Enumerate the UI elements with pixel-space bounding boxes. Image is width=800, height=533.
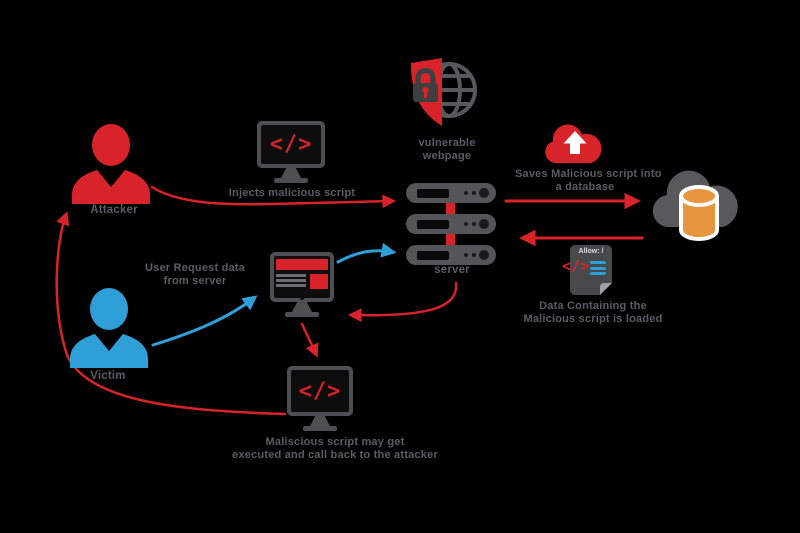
attacker-label: Attacker [90,204,138,216]
browser-monitor-icon [270,252,334,322]
edge-callback-to-attacker [55,211,287,416]
vulnerable-webpage-caption: vulnerable webpage [418,137,476,162]
cloud-database-icon [652,170,738,241]
edge-victim-requests-page [151,295,258,347]
loaded-script-caption: Data Containing the Malicious script is … [523,300,663,325]
callback-code-monitor-icon: </> [287,366,353,436]
saves-to-database-caption: Saves Malicious script into a database [515,168,662,193]
inject-code-monitor-icon: </> [257,121,325,191]
edge-request-to-server [336,242,397,264]
victim-label: Victim [90,370,126,382]
code-file-icon: Allow: / </> [562,245,612,297]
shield-globe-icon [411,58,477,126]
allow-header: Allow: / [578,248,604,255]
server-label: server [434,264,470,276]
edge-server-response [347,281,458,323]
cloud-upload-icon [545,124,602,163]
user-request-caption: User Request data from server [145,262,245,287]
inject-caption: Injects malicious script [228,187,356,199]
attacker-person-icon [72,124,150,204]
database-cylinder [679,185,719,241]
code-glyph: </> [269,132,313,157]
victim-person-icon [70,288,148,368]
file-code-glyph: </> [562,257,590,275]
edge-script-gets-executed [300,322,319,358]
code-glyph: </> [298,378,342,404]
edge-attacker-injects-script [150,185,397,209]
callback-caption: Maliscious script may get executed and c… [232,436,438,461]
